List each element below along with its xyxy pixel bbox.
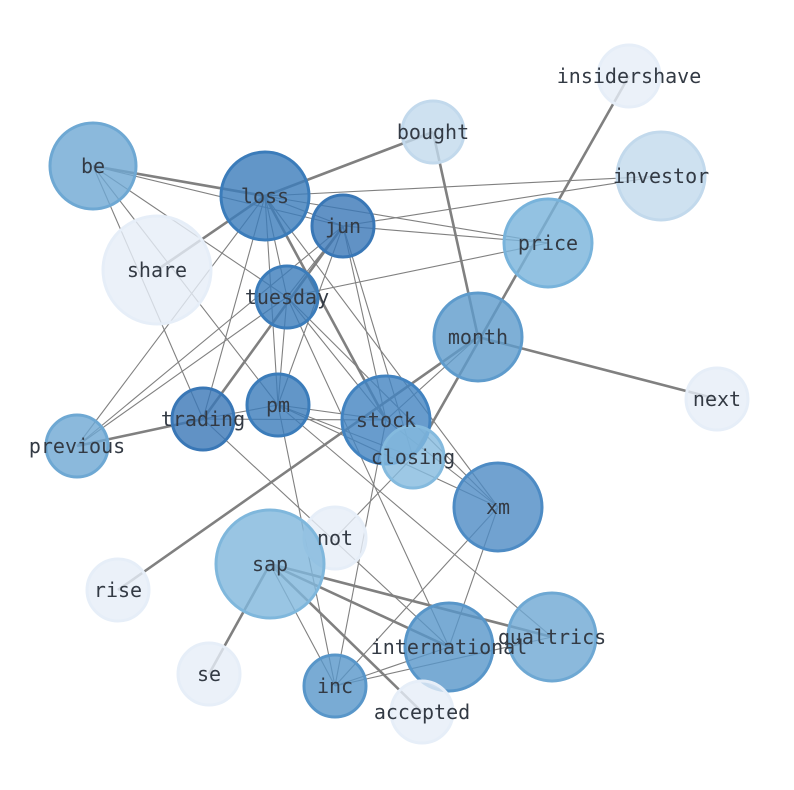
node-price (502, 197, 594, 289)
node-bought (400, 99, 466, 165)
edge-month-rise (117, 335, 479, 592)
edge-jun-investor (342, 175, 662, 227)
node-previous (44, 413, 110, 479)
node-closing (380, 424, 446, 490)
label-layer: insidershave bought be loss investor jun share… (29, 64, 741, 724)
node-label-inc: inc (317, 674, 353, 698)
node-se (176, 641, 242, 707)
node-label-investor: investor (613, 164, 709, 188)
node-label-stock: stock (356, 408, 416, 432)
node-jun (310, 193, 376, 259)
node-loss (219, 150, 311, 242)
edge-loss-investor (264, 175, 662, 197)
node-next (684, 366, 750, 432)
node-label-xm: xm (486, 495, 510, 519)
edge-tuesday-international (286, 296, 450, 648)
node-qualtrics (506, 591, 598, 683)
node-label-not: not (317, 526, 353, 550)
node-be (48, 121, 138, 211)
node-sap (214, 508, 326, 620)
node-inc (302, 653, 368, 719)
node-insidershave (596, 43, 662, 109)
node-label-month: month (448, 325, 508, 349)
edge-loss-price (264, 195, 549, 244)
node-label-rise: rise (94, 578, 142, 602)
node-investor (615, 130, 707, 222)
node-label-price: price (518, 231, 578, 255)
node-label-closing: closing (371, 445, 455, 469)
node-rise (85, 557, 151, 623)
edge-tuesday-previous (76, 296, 288, 447)
node-label-se: se (197, 662, 221, 686)
node-label-insidershave: insidershave (557, 64, 702, 88)
node-month (432, 291, 524, 383)
node-accepted (389, 679, 455, 745)
node-share (101, 214, 213, 326)
node-label-next: next (693, 387, 741, 411)
node-label-trading: trading (161, 407, 245, 431)
node-label-share: share (127, 258, 187, 282)
node-tuesday (254, 264, 320, 330)
edge-pm-qualtrics (277, 404, 553, 638)
node-layer (44, 43, 750, 745)
node-label-pm: pm (266, 393, 290, 417)
node-label-international: international (371, 635, 528, 659)
node-label-be: be (81, 154, 105, 178)
node-international (403, 601, 495, 693)
node-label-loss: loss (241, 184, 289, 208)
node-label-bought: bought (397, 120, 469, 144)
node-xm (452, 461, 544, 553)
edge-jun-previous (76, 225, 344, 447)
node-label-sap: sap (252, 552, 288, 576)
node-pm (245, 372, 311, 438)
node-label-jun: jun (325, 214, 361, 238)
node-trading (170, 386, 236, 452)
node-label-qualtrics: qualtrics (498, 625, 606, 649)
node-label-tuesday: tuesday (245, 285, 329, 309)
node-label-previous: previous (29, 434, 125, 458)
node-label-accepted: accepted (374, 700, 470, 724)
